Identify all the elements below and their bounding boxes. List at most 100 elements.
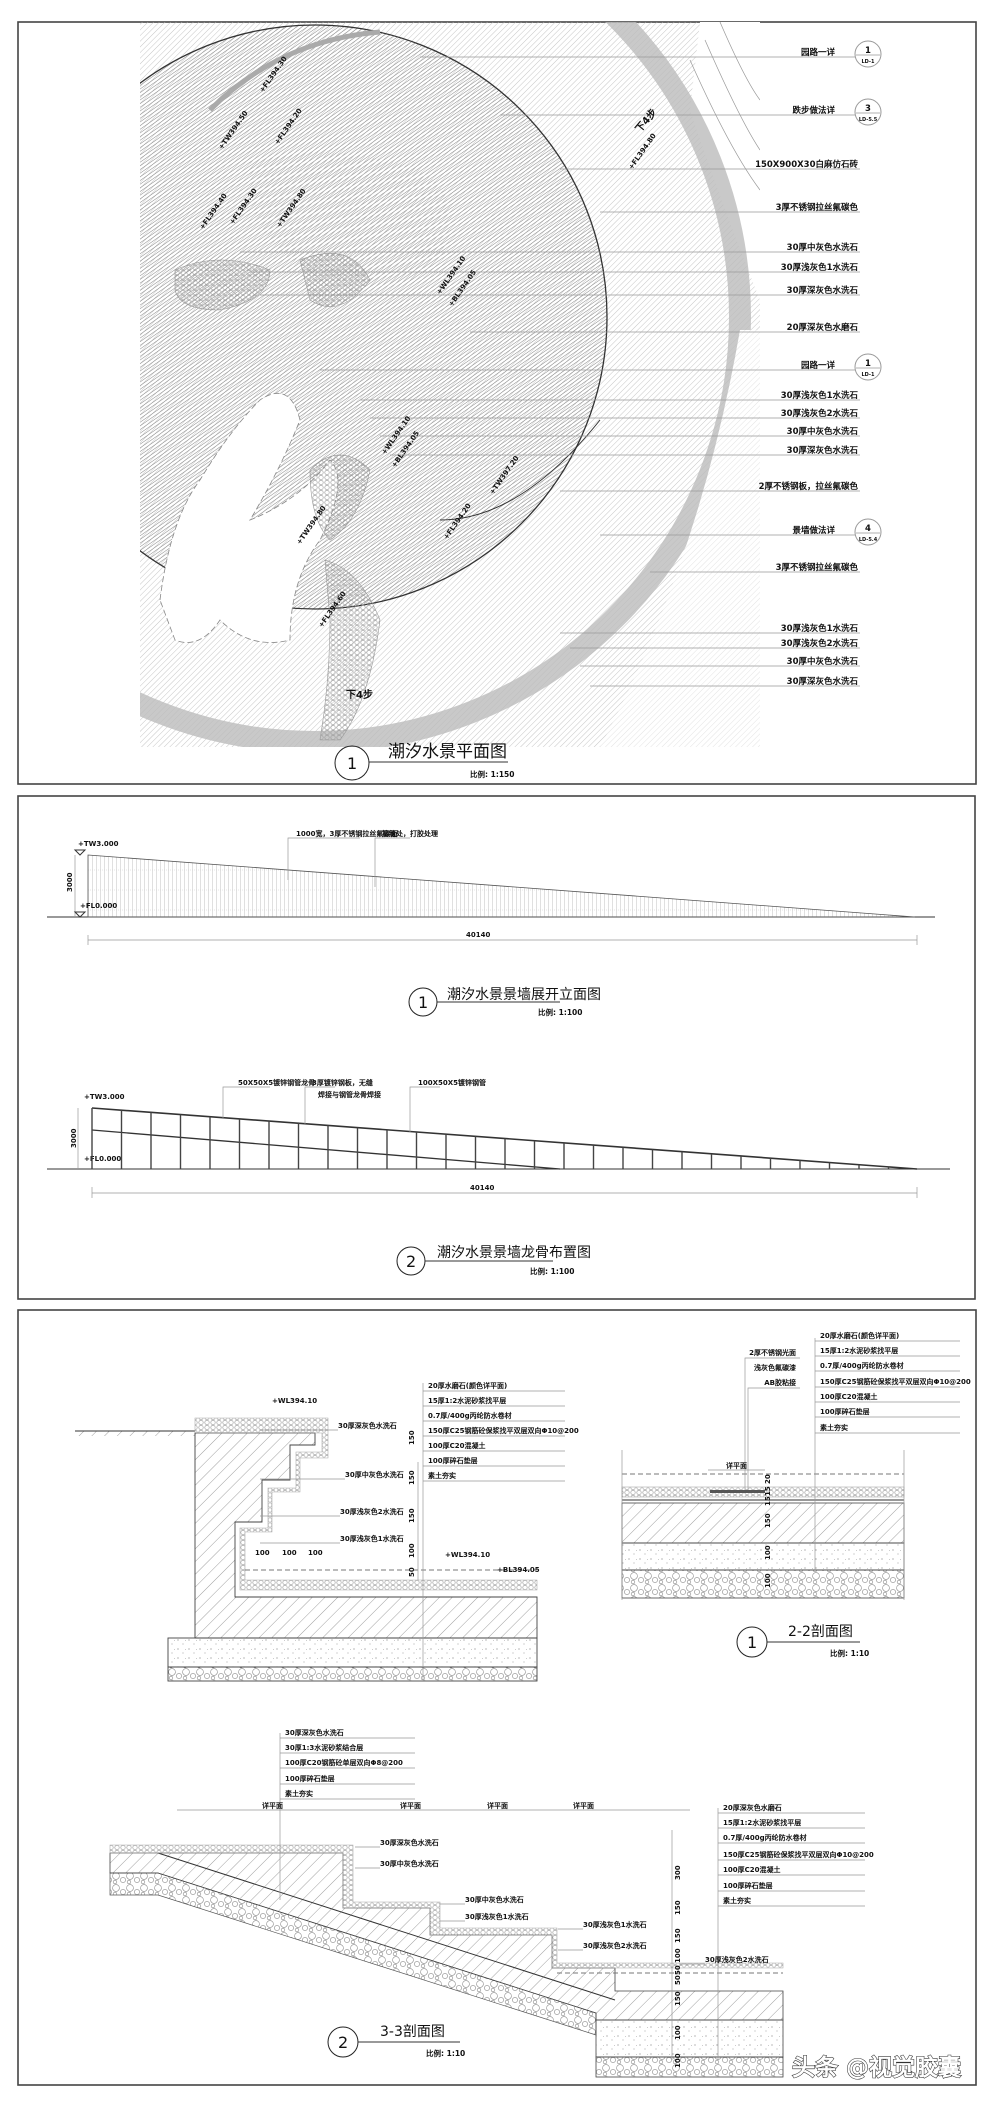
edge-note: 2厚不锈钢光面 — [749, 1348, 796, 1357]
layer-label: 20厚水磨石(颜色详平面) — [428, 1381, 507, 1390]
callout-label: 30厚浅灰色2水洗石 — [781, 638, 859, 649]
layer-label: 素土夯实 — [428, 1471, 456, 1480]
stone-label: 30厚浅灰色1水洗石 — [583, 1920, 647, 1929]
dimension-label: 150 — [408, 1430, 416, 1445]
frame-note: 50X50X5镀锌钢管龙骨 — [238, 1078, 315, 1087]
stone-label: 30厚中灰色水洗石 — [465, 1895, 524, 1904]
wall-height-dim: 3000 — [66, 872, 74, 892]
callout-label: 30厚深灰色水洗石 — [787, 445, 859, 456]
detail-ref-number: 1 — [865, 359, 871, 369]
wall-frame-drawing: +TW3.000 +FL0.000 3000 40140 50X50X5镀锌钢管… — [47, 1078, 950, 1198]
dimension-label: 50 — [674, 1965, 682, 1975]
dimension-label: 150 — [674, 1928, 682, 1943]
step-label: 下4步 — [346, 688, 373, 701]
plan-ref-label: 详平面 — [487, 1801, 508, 1810]
section-2-2-labels: 20厚水磨石(颜色详平面)15厚1:2水泥砂浆找平层0.7厚/400g丙纶防水卷… — [726, 1331, 971, 1588]
stone-label: 30厚浅灰色2水洗石 — [583, 1941, 647, 1950]
dimension-label: 150 — [674, 1900, 682, 1915]
layer-label: 0.7厚/400g丙纶防水卷材 — [428, 1411, 512, 1420]
dimension-label: 300 — [674, 1865, 682, 1880]
edge-note: 浅灰色氟碳漆 — [754, 1363, 796, 1372]
pool-edge-section-labels: 20厚水磨石(颜色详平面) 15厚1:2水泥砂浆找平层 0.7厚/400g丙纶防水卷… — [255, 1381, 579, 1577]
frame-note: 100X50X5镀锌钢管 — [418, 1078, 486, 1087]
dimension-label: 100 — [764, 1573, 772, 1588]
plan-ref-label: 详平面 — [400, 1801, 421, 1810]
elevation-label: +WL394.10 — [445, 1551, 490, 1559]
callout-label: 30厚浅灰色1水洗石 — [781, 262, 859, 273]
callout-label: 30厚深灰色水洗石 — [787, 676, 859, 687]
elevation-label: +BL394.05 — [497, 1566, 540, 1574]
detail-ref-number: 1 — [865, 46, 871, 56]
frame-base-elevation: +FL0.000 — [84, 1155, 121, 1163]
section-2-2-scale: 比例: 1:10 — [830, 1648, 869, 1658]
wall-elevation-scale: 比例: 1:100 — [538, 1007, 582, 1017]
layer-label: 素土夯实 — [285, 1789, 313, 1798]
callout-label: 30厚中灰色水洗石 — [787, 426, 859, 437]
callout-label: 20厚深灰色水磨石 — [787, 322, 859, 333]
stone-label: 30厚深灰色水洗石 — [338, 1421, 397, 1430]
callout-label: 150X900X30白麻仿石砖 — [755, 159, 858, 170]
detail-ref-sheet: LD-5.5 — [859, 117, 878, 123]
dimension-label: 15 — [764, 1496, 772, 1506]
layer-label: 150厚C25钢筋砼保浆找平双层双向Φ10@200 — [428, 1426, 579, 1435]
section-3-3-drawing — [109, 1733, 784, 2078]
callout-label: 30厚中灰色水洗石 — [787, 656, 859, 667]
dimension-label: 20 — [764, 1474, 772, 1484]
plan-ref-label: 详平面 — [573, 1801, 594, 1810]
plan-ref-label: 详平面 — [726, 1461, 747, 1470]
detail-ref-sheet: LD-1 — [862, 59, 876, 65]
callout-label: 园路一详 — [801, 47, 836, 58]
layer-label: 100厚碎石垫层 — [820, 1407, 870, 1416]
callout-label: 30厚浅灰色2水洗石 — [781, 408, 859, 419]
layer-label: 100厚碎石垫层 — [428, 1456, 478, 1465]
layer-label: 30厚1:3水泥砂浆结合层 — [285, 1743, 363, 1752]
layer-label: 15厚1:2水泥砂浆找平层 — [428, 1396, 506, 1405]
callout-label: 30厚浅灰色1水洗石 — [781, 623, 859, 634]
detail-ref-circle — [854, 518, 882, 546]
layer-label: 0.7厚/400g丙纶防水卷材 — [820, 1361, 904, 1370]
elevation-label: +WL394.10 — [272, 1397, 317, 1405]
dimension-label: 100 — [764, 1545, 772, 1560]
section-3-3-scale: 比例: 1:10 — [426, 2048, 465, 2058]
section-2-2-title: 2-2剖面图 — [788, 1624, 853, 1640]
wall-elevation-number: 1 — [418, 993, 428, 1012]
stone-label: 30厚浅灰色1水洗石 — [340, 1534, 404, 1543]
watermark: 头条 @视觉胶囊 — [792, 2054, 961, 2081]
dimension-label: 100 — [255, 1549, 270, 1557]
detail-ref-number: 3 — [865, 104, 871, 114]
layer-label: 20厚深灰色水磨石 — [723, 1803, 782, 1812]
callout-label: 跌步做法详 — [792, 105, 835, 116]
plan-drawing — [140, 22, 760, 747]
plan-ref-label: 详平面 — [262, 1801, 283, 1810]
layer-label: 100厚碎石垫层 — [723, 1881, 773, 1890]
stone-label: 30厚浅灰色2水洗石 — [340, 1507, 404, 1516]
dimension-label: 100 — [674, 2025, 682, 2040]
detail-ref-number: 4 — [865, 524, 871, 534]
wall-frame-title: 潮汐水景景墙龙骨布置图 — [437, 1245, 591, 1261]
layer-label: 素土夯实 — [723, 1896, 751, 1905]
dimension-label: 150 — [408, 1470, 416, 1485]
section-2-2-number: 1 — [747, 1633, 757, 1652]
dimension-label: 15 — [764, 1486, 772, 1496]
plan-number: 1 — [347, 754, 357, 773]
stone-label: 30厚中灰色水洗石 — [345, 1470, 404, 1479]
layer-label: 100厚C20混凝土 — [723, 1865, 781, 1874]
layer-label: 100厚C20钢筋砼单层双向Φ8@200 — [285, 1758, 403, 1767]
dimension-label: 150 — [674, 1991, 682, 2006]
dimension-label: 100 — [408, 1543, 416, 1558]
callout-label: 园路一详 — [801, 360, 836, 371]
layer-label: 0.7厚/400g丙纶防水卷材 — [723, 1833, 807, 1842]
layer-label: 15厚1:2水泥砂浆找平层 — [723, 1818, 801, 1827]
stone-label: 30厚深灰色水洗石 — [380, 1838, 439, 1847]
layer-label: 15厚1:2水泥砂浆找平层 — [820, 1346, 898, 1355]
dimension-label: 150 — [408, 1508, 416, 1523]
white-stone-island — [159, 392, 339, 643]
layer-label: 100厚碎石垫层 — [285, 1774, 335, 1783]
wall-note: 1000宽，3厚不锈钢拉丝氟碳面 — [296, 829, 397, 838]
layer-label: 100厚C20混凝土 — [820, 1392, 878, 1401]
detail-ref-circle — [854, 353, 882, 381]
dimension-label: 50 — [674, 1975, 682, 1985]
dimension-label: 100 — [674, 1948, 682, 1963]
wall-frame-title-block: 2 潮汐水景景墙龙骨布置图 比例: 1:100 — [396, 1245, 591, 1276]
dimension-label: 100 — [282, 1549, 297, 1557]
